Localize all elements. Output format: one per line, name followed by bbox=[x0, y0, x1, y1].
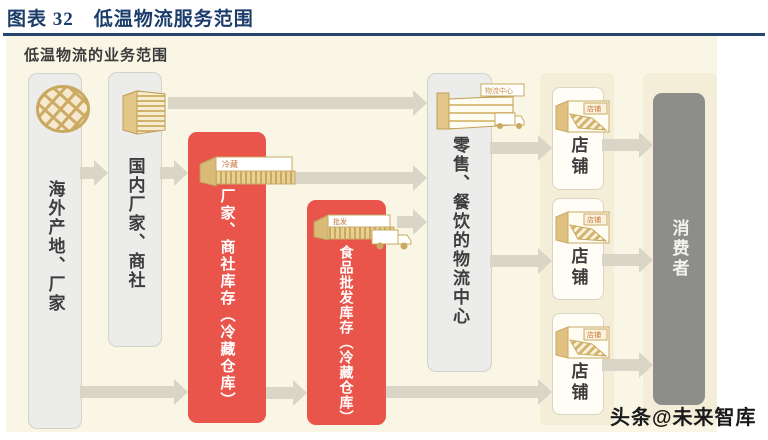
logistics-center-label: 零售、餐饮的物流中心 bbox=[450, 136, 469, 326]
arrow-domestic-to-maker-stock bbox=[160, 159, 188, 187]
consumer-label: 消费者 bbox=[669, 219, 689, 279]
store-icon: 店铺 bbox=[555, 100, 610, 133]
cold-warehouse-sign: 冷藏 bbox=[222, 159, 238, 169]
arrow-logistics-to-store-1 bbox=[490, 134, 552, 162]
store-label: 店铺 bbox=[568, 362, 588, 404]
logistics-center-building-icon: 物流中心 bbox=[436, 83, 525, 130]
domestic-label: 国内厂家、商社 bbox=[125, 157, 145, 290]
arrow-wholesale-to-store-3 bbox=[386, 378, 552, 406]
logistics-center-sign: 物流中心 bbox=[485, 86, 513, 95]
arrow-store-1-to-consumer bbox=[602, 131, 653, 159]
wholesale-warehouse-truck-icon: 批发 bbox=[313, 214, 412, 250]
arrow-logistics-to-store-2 bbox=[490, 247, 552, 275]
overseas-label: 海外产地、厂家 bbox=[45, 180, 65, 313]
node-store-1: 店铺 店铺 bbox=[552, 87, 610, 190]
store-icon: 店铺 bbox=[555, 211, 610, 244]
diagram-label: 低温物流的业务范围 bbox=[24, 47, 169, 64]
node-store-3: 店铺 店铺 bbox=[552, 313, 610, 415]
arrow-domestic-to-logistics-center bbox=[168, 89, 427, 117]
wholesale-stock-label: 食品批发库存（冷藏仓库） bbox=[338, 245, 355, 425]
globe-icon bbox=[36, 85, 90, 133]
figure-title: 图表 32 低温物流服务范围 bbox=[7, 9, 254, 30]
title-divider bbox=[3, 33, 765, 36]
cold-warehouse-icon: 冷藏 bbox=[199, 156, 296, 187]
arrow-maker-stock-to-logistics-center bbox=[293, 164, 427, 192]
store-sign: 店铺 bbox=[587, 215, 601, 224]
arrow-overseas-to-maker-stock bbox=[80, 378, 188, 406]
wholesale-warehouse-sign: 批发 bbox=[333, 217, 347, 226]
arrow-store-3-to-consumer bbox=[602, 351, 653, 379]
store-label: 店铺 bbox=[568, 247, 588, 289]
office-building-icon bbox=[122, 90, 166, 135]
arrow-wholesale-to-logistics-center bbox=[397, 208, 427, 236]
arrow-maker-stock-to-wholesale bbox=[266, 379, 307, 407]
node-store-2: 店铺 店铺 bbox=[552, 198, 610, 300]
store-icon: 店铺 bbox=[555, 326, 610, 359]
arrow-store-2-to-consumer bbox=[602, 246, 653, 274]
store-sign: 店铺 bbox=[587, 330, 601, 339]
node-overseas-producers: 海外产地、厂家 bbox=[28, 73, 82, 429]
node-consumer: 消费者 bbox=[653, 93, 705, 405]
store-sign: 店铺 bbox=[587, 104, 601, 113]
store-label: 店铺 bbox=[568, 136, 588, 178]
maker-stock-label: 厂家、商社库存（冷藏仓库） bbox=[218, 188, 236, 409]
arrow-overseas-to-domestic bbox=[80, 159, 108, 187]
watermark: 头条@未来智库 bbox=[610, 407, 757, 429]
